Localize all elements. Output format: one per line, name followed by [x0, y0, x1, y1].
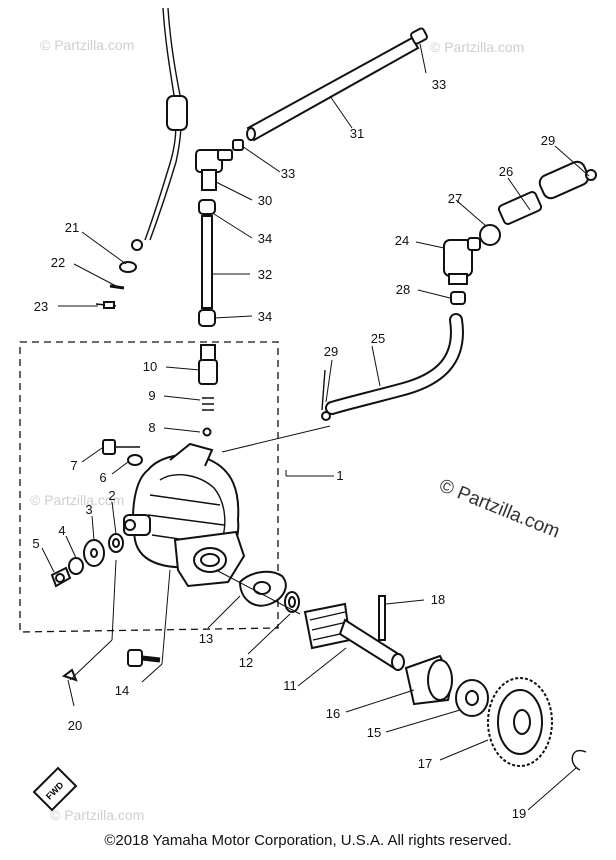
callout-22: 22 — [51, 255, 65, 270]
circlip-19 — [571, 749, 587, 771]
fwd-arrow-icon: FWD — [32, 766, 78, 812]
callout-3: 3 — [85, 502, 92, 517]
gasket-13 — [238, 570, 300, 613]
bolt-7 — [102, 439, 143, 466]
callout-34-top: 34 — [258, 231, 272, 246]
right-pipe-assembly — [321, 160, 597, 421]
callout-32: 32 — [258, 267, 272, 282]
callout-4: 4 — [58, 523, 65, 538]
bolt-14 — [127, 649, 161, 667]
callout-11: 11 — [283, 678, 297, 693]
callout-13: 13 — [199, 631, 213, 646]
callout-labels: 33 31 33 30 29 26 27 34 21 24 32 22 28 2… — [32, 77, 555, 821]
callout-12: 12 — [239, 655, 253, 670]
watermark-top-right: © Partzilla.com — [430, 39, 524, 55]
callout-33: 33 — [281, 166, 295, 181]
watermark-top-left: © Partzilla.com — [40, 37, 134, 53]
callout-19: 19 — [512, 806, 526, 821]
callout-10: 10 — [143, 359, 157, 374]
callout-30: 30 — [258, 193, 272, 208]
copyright-notice: ©2018 Yamaha Motor Corporation, U.S.A. A… — [104, 832, 512, 849]
callout-24: 24 — [395, 233, 409, 248]
callout-18: 18 — [431, 592, 445, 607]
callout-29: 29 — [324, 344, 338, 359]
callout-23: 23 — [34, 299, 48, 314]
callout-15: 15 — [367, 725, 381, 740]
callout-17: 17 — [418, 756, 432, 771]
callout-28: 28 — [396, 282, 410, 297]
callout-26: 26 — [499, 164, 513, 179]
gear-assembly — [404, 654, 553, 767]
pipe-32-assembly — [195, 139, 244, 437]
callout-8: 8 — [148, 420, 155, 435]
callout-21: 21 — [65, 220, 79, 235]
callout-6: 6 — [99, 470, 106, 485]
assembly-outline — [19, 341, 279, 633]
callout-5: 5 — [32, 536, 39, 551]
oil-pump-body — [123, 442, 246, 588]
callout-31: 31 — [350, 126, 364, 141]
cable-assembly — [131, 7, 188, 251]
callout-9: 9 — [148, 388, 155, 403]
clip-20 — [61, 668, 78, 682]
callout-14: 14 — [115, 683, 129, 698]
callout-27: 27 — [448, 191, 462, 206]
callout-1: 1 — [336, 468, 343, 483]
callout-7: 7 — [70, 458, 77, 473]
callout-34: 34 — [258, 309, 272, 324]
callout-2: 2 — [108, 488, 115, 503]
washers-left — [50, 533, 124, 588]
callout-29-top: 29 — [541, 133, 555, 148]
callout-20: 20 — [68, 718, 82, 733]
small-parts-left — [95, 261, 137, 309]
watermark-bottom-left: © Partzilla.com — [50, 807, 144, 823]
pin-18 — [378, 595, 386, 641]
pipe-31 — [246, 27, 428, 142]
callout-16: 16 — [326, 706, 340, 721]
leader-lines — [41, 43, 590, 811]
watermark-right-large: © Partzilla.com — [436, 475, 563, 542]
shaft-11 — [303, 602, 405, 671]
callout-25: 25 — [371, 331, 385, 346]
watermark-middle-left: © Partzilla.com — [30, 492, 124, 508]
callout-33-top: 33 — [432, 77, 446, 92]
